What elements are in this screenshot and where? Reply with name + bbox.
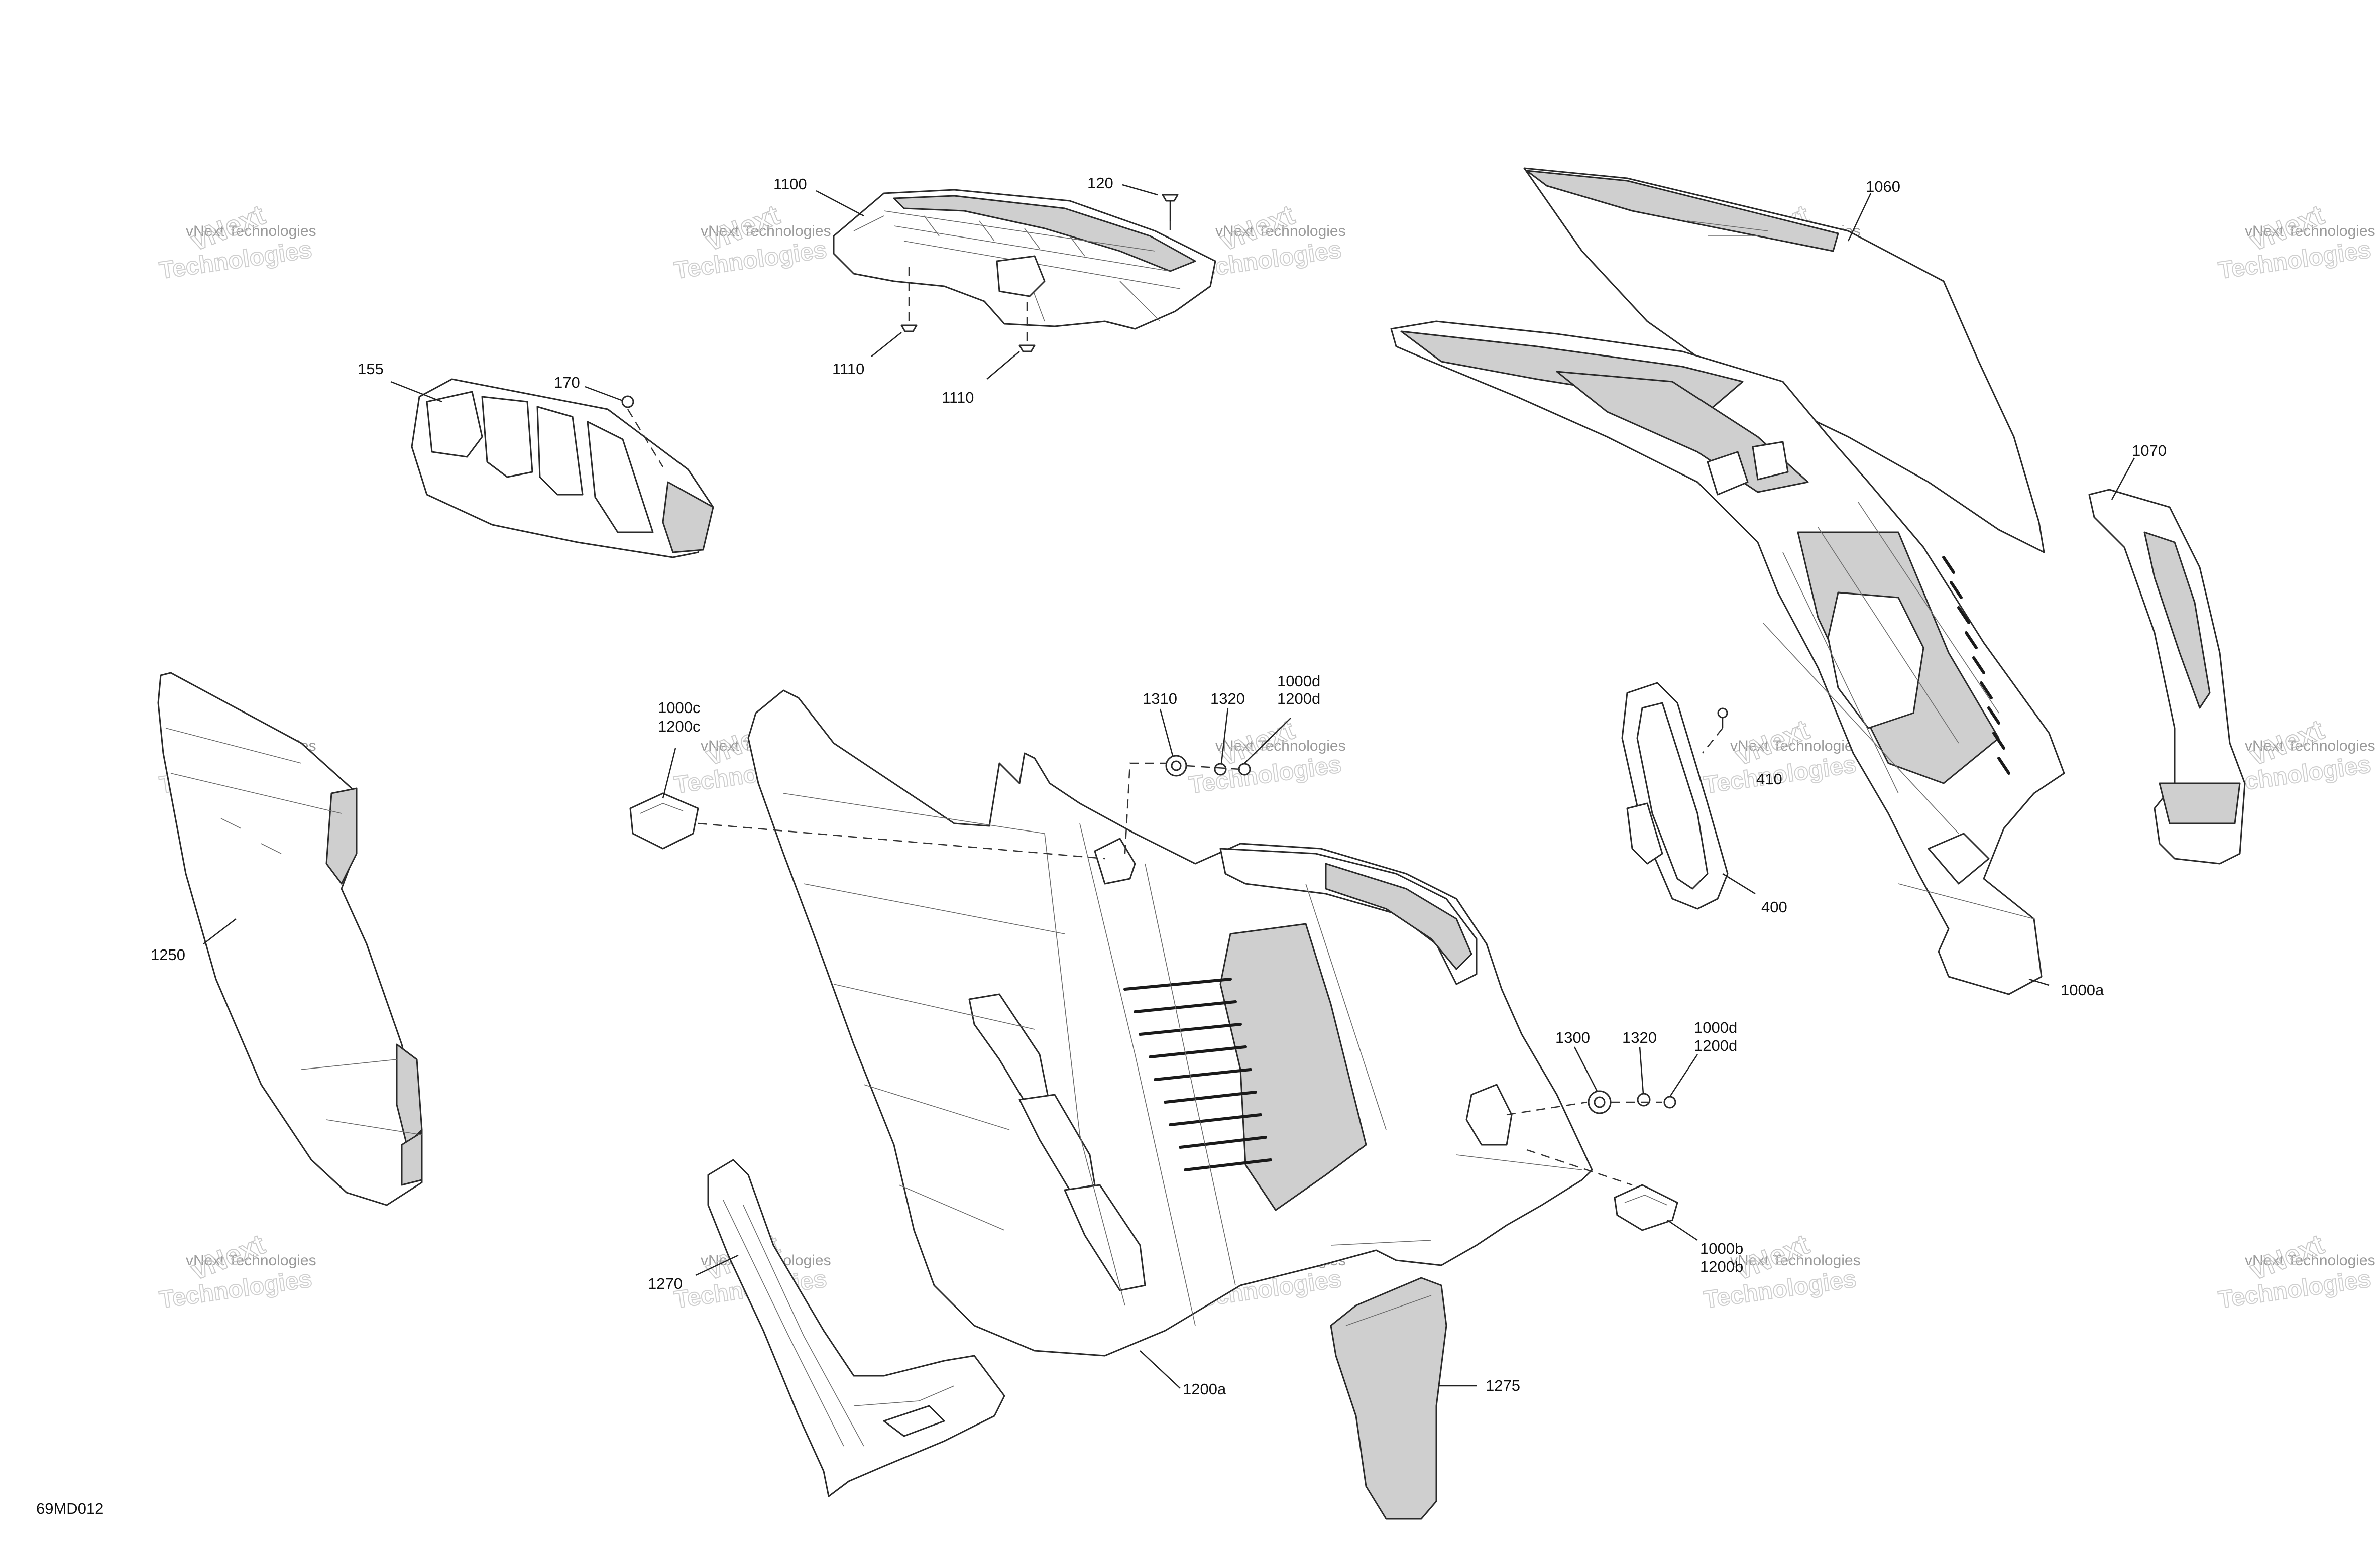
callout-1200c: 1200c: [658, 718, 700, 735]
watermark-big-bottom: Technologies: [1187, 751, 1343, 799]
callout-1000d-lower: 1000d: [1694, 1019, 1737, 1036]
watermark-small-text: vNext Technologies: [186, 223, 316, 240]
part-1000a-upper-fairing: [1390, 320, 2065, 995]
part-410-screw: [1717, 707, 1728, 728]
callout-1320-upper: 1320: [1210, 690, 1245, 707]
watermark-big-bottom: Technologies: [2217, 1266, 2372, 1314]
callout-1310: 1310: [1143, 690, 1177, 707]
watermark-small-text: vNext Technologies: [2245, 223, 2375, 240]
part-1320-nut-lower: [1637, 1093, 1651, 1107]
part-1110-screw-a: [900, 324, 918, 332]
callout-1320-lower: 1320: [1622, 1029, 1657, 1046]
watermark-small-text: vNext Technologies: [2245, 1252, 2375, 1269]
callout-1250: 1250: [151, 946, 185, 964]
callout-1100: 1100: [773, 175, 807, 193]
watermark-small-text: vNext Technologies: [186, 1252, 316, 1269]
callout-410: 410: [1756, 770, 1782, 788]
diagram-reference-code: 69MD012: [36, 1500, 103, 1517]
part-1310-grommet: [1165, 755, 1187, 777]
callout-1000c: 1000c: [658, 699, 700, 717]
part-1300-grommet: [1588, 1090, 1612, 1114]
part-1060-windshield: [1523, 167, 2045, 553]
part-1000c-bulb-clip: [629, 792, 699, 850]
callout-1070: 1070: [2132, 442, 2167, 459]
watermark-small-text: vNext Technologies: [2245, 738, 2375, 754]
assembly-lines: [627, 221, 1723, 1186]
part-1100-upper-bracket: [833, 189, 1216, 330]
part-155-grille: [411, 378, 714, 558]
watermark-big-bottom: Technologies: [158, 236, 313, 284]
callout-1000a: 1000a: [2061, 981, 2104, 999]
part-1270-lower-strip: [707, 1159, 1005, 1497]
part-170-screw: [621, 395, 634, 408]
part-1110-screw-b: [1018, 344, 1036, 352]
callout-1000d-upper: 1000d: [1277, 672, 1320, 690]
watermark-small-text: vNext Technologies: [1730, 738, 1861, 754]
part-1275-lower-strip: [1330, 1277, 1447, 1520]
callout-155: 155: [358, 360, 384, 378]
callout-400: 400: [1761, 898, 1787, 916]
callout-120: 120: [1087, 174, 1113, 192]
watermark: vNext Technologies vNext Technologies: [1187, 713, 1346, 799]
callout-1300: 1300: [1555, 1029, 1590, 1046]
part-1000d-screw-upper: [1238, 763, 1251, 776]
part-1000b-bulb-clip: [1614, 1184, 1678, 1231]
callout-1200a: 1200a: [1183, 1380, 1226, 1398]
watermark-small-text: vNext Technologies: [1215, 738, 1346, 754]
watermark-small-text: vNext Technologies: [1215, 223, 1346, 240]
callout-1000b: 1000b: [1700, 1240, 1743, 1257]
watermark: vNext Technologies vNext Technologies: [157, 198, 316, 285]
part-1250-left-panel: [157, 672, 423, 1206]
part-400-mirror-frame: [1621, 682, 1729, 910]
watermark: vNext Technologies vNext Technologies: [157, 1228, 316, 1314]
watermark: vNext Technologies vNext Technologies: [672, 198, 831, 285]
callout-1200d-lower: 1200d: [1694, 1037, 1737, 1054]
callouts: 1100 120 1110 1110 155 170 1060 1070 125…: [151, 174, 2167, 1398]
watermark-big-bottom: Technologies: [672, 236, 828, 284]
watermark-big-bottom: Technologies: [2217, 236, 2372, 284]
callout-1200d-upper: 1200d: [1277, 690, 1320, 707]
watermark-small-text: vNext Technologies: [1730, 1252, 1861, 1269]
part-1320-nut-upper: [1214, 763, 1227, 776]
callout-1275: 1275: [1486, 1377, 1520, 1394]
watermark-big-bottom: Technologies: [158, 1266, 313, 1314]
callout-1110-a: 1110: [832, 360, 864, 378]
callout-1200b: 1200b: [1700, 1258, 1743, 1275]
callout-leaders: [203, 184, 2135, 1389]
callout-1270: 1270: [648, 1275, 683, 1292]
part-1070-side-deflector: [2088, 489, 2246, 865]
watermark-small-text: vNext Technologies: [701, 223, 831, 240]
part-1200a-main-panel: [747, 689, 1593, 1357]
part-120-screw: [1162, 194, 1179, 221]
callout-170: 170: [554, 374, 580, 391]
callout-1110-b: 1110: [942, 389, 974, 406]
callout-1060: 1060: [1866, 178, 1900, 195]
watermark: vNext Technologies vNext Technologies: [2216, 198, 2375, 285]
part-1000d-screw-lower: [1663, 1096, 1676, 1109]
watermark: vNext Technologies vNext Technologies: [2216, 1228, 2375, 1314]
